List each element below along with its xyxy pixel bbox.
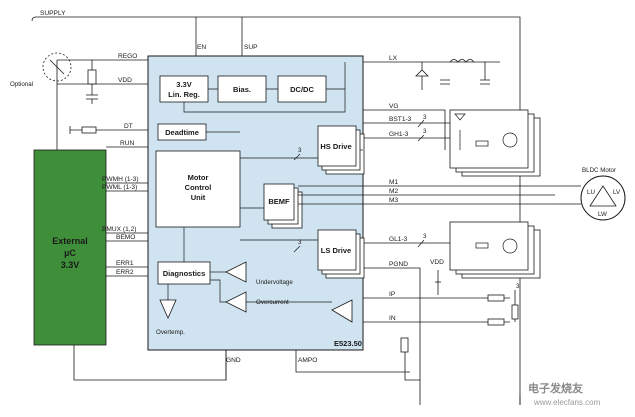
run-label: RUN	[120, 140, 135, 147]
lx-label: LX	[389, 55, 398, 62]
bemo-label: BEMO	[116, 234, 135, 241]
bemf-text: BEMF	[268, 197, 290, 206]
bias-text: Bias.	[233, 85, 251, 94]
ls-drive-block	[317, 229, 357, 271]
linreg-line1: 3.3V	[176, 80, 191, 89]
bus3-d: 3	[423, 128, 427, 135]
ext-line1: External	[52, 236, 88, 246]
diagnostics-text: Diagnostics	[163, 269, 206, 278]
dt-label: DT	[124, 123, 133, 130]
hs-drive-block	[317, 125, 357, 167]
lowside-bridge-board	[449, 221, 529, 271]
motor-control-block	[155, 150, 241, 228]
buck-components	[415, 59, 490, 85]
vdd-right-label: VDD	[430, 259, 444, 266]
gnd-label: GND	[226, 357, 241, 364]
in-label: IN	[389, 315, 396, 322]
optional-label: Optional	[10, 81, 33, 88]
dcdc-text: DC/DC	[290, 85, 314, 94]
ext-line2: µC	[64, 248, 76, 258]
motor-line3: Unit	[191, 193, 206, 202]
highside-bridge-board	[449, 109, 529, 169]
supply-label: SUPPLY	[40, 10, 66, 17]
err1-label: ERR1	[116, 260, 134, 267]
bldc-label: BLDC Motor	[582, 167, 616, 174]
motor-line2: Control	[185, 183, 212, 192]
ip-label: IP	[389, 291, 396, 298]
motor-line1: Motor	[188, 173, 209, 182]
bemf-block	[263, 183, 295, 221]
pwml-label: PWML (1-3)	[102, 184, 137, 191]
err2-label: ERR2	[116, 269, 134, 276]
gl-label: GL1-3	[389, 236, 408, 243]
gh-label: GH1-3	[389, 131, 409, 138]
watermark-url: www.elecfans.com	[533, 398, 601, 407]
current-amp	[331, 299, 353, 323]
ampo-label: AMPO	[298, 357, 317, 364]
undervoltage-text: Undervoltage	[256, 279, 293, 286]
bias-block	[217, 75, 267, 103]
overtemp-text: Overtemp.	[156, 329, 185, 336]
bus3-c: 3	[423, 114, 427, 121]
undervoltage-comparator	[225, 261, 247, 283]
bus3-e: 3	[423, 233, 427, 240]
pwmh-label: PWMH (1-3)	[102, 176, 139, 183]
overcurrent-text: Overcurrent	[256, 299, 289, 306]
en-label: EN	[197, 44, 206, 51]
bmux-label: BMUX (1,2)	[102, 226, 136, 233]
lu-label: LU	[587, 189, 595, 196]
vdd-label: VDD	[118, 77, 132, 84]
bus3-b: 3	[298, 239, 302, 246]
rego-resistor	[87, 69, 97, 85]
vg-label: VG	[389, 103, 399, 110]
m3-label: M3	[389, 197, 398, 204]
watermark-cn: 电子发烧友	[528, 381, 583, 395]
dt-resistor	[81, 126, 97, 134]
optional-transistor-circle	[42, 52, 72, 82]
lw-label: LW	[598, 211, 607, 218]
rego-label: REGO	[118, 53, 137, 60]
m1-label: M1	[389, 179, 398, 186]
chip-name: E523.50	[334, 339, 362, 348]
pgnd-label: PGND	[389, 261, 408, 268]
ls-drive-text: LS Drive	[321, 246, 351, 255]
wires	[31, 16, 555, 405]
m2-label: M2	[389, 188, 398, 195]
deadtime-text: Deadtime	[165, 128, 199, 137]
linreg-block	[159, 75, 209, 103]
external-mcu-box	[33, 149, 107, 346]
bldc-motor	[580, 175, 626, 221]
bus3-a: 3	[298, 147, 302, 154]
linreg-line2: Lin. Reg.	[168, 90, 200, 99]
bus3-f: 3	[516, 283, 520, 290]
hs-drive-text: HS Drive	[320, 142, 351, 151]
lv-label: LV	[613, 189, 621, 196]
ext-line3: 3.3V	[61, 260, 80, 270]
sup-label: SUP	[244, 44, 258, 51]
bst-label: BST1-3	[389, 116, 412, 123]
